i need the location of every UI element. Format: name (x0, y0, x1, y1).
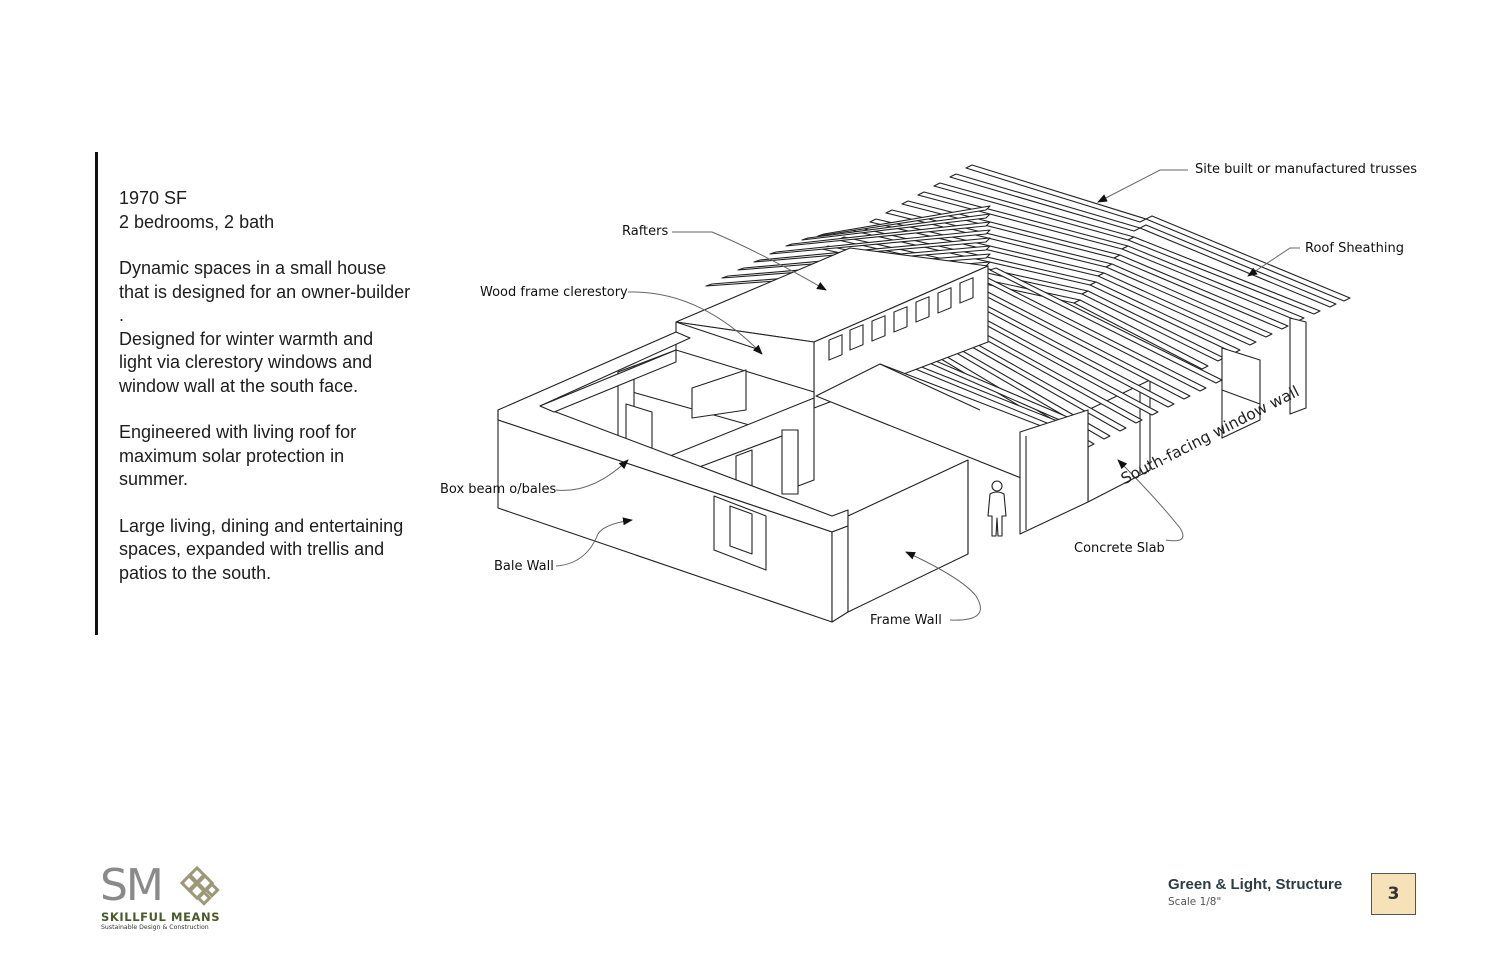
desc-line: . (119, 305, 125, 325)
callout-roof-sheathing: Roof Sheathing (1305, 241, 1404, 256)
project-description: 1970 SF 2 bedrooms, 2 bath Dynamic space… (119, 187, 429, 585)
callout-clerestory: Wood frame clerestory (480, 285, 628, 300)
company-logo: SM SKILLFUL MEANS Sustainable Design & C… (100, 862, 240, 934)
desc-line: summer. (119, 469, 189, 489)
bale-wall-south-end (831, 525, 849, 623)
desc-line: Designed for winter warmth and (119, 328, 374, 349)
person-scale-figure (987, 480, 1007, 537)
clerestory-windows (828, 277, 974, 361)
company-tagline: Sustainable Design & Construction (101, 924, 209, 931)
desc-line: light via clerestory windows and (119, 352, 373, 372)
desc-line: that is designed for an owner-builder (119, 281, 411, 302)
desc-line: Engineered with living roof for (119, 422, 357, 442)
page-number: 3 (1387, 884, 1400, 904)
desc-line: maximum solar protection in (119, 445, 345, 466)
page-number-badge: 3 (1371, 873, 1416, 915)
desc-line: patios to the south. (119, 562, 272, 583)
room-count: 2 bedrooms, 2 bath (119, 211, 275, 232)
callout-leaders (555, 169, 1300, 621)
square-footage: 1970 SF (119, 188, 188, 208)
desc-line: window wall at the south face. (119, 375, 359, 396)
sheet-title: Green & Light, Structure (1168, 876, 1343, 893)
sheet-scale: Scale 1/8" (1168, 896, 1222, 908)
frame-wall (847, 459, 969, 613)
left-vertical-rule (95, 152, 98, 635)
callout-box-beam: Box beam o/bales (440, 482, 557, 497)
desc-line: Large living, dining and entertaining (119, 515, 404, 536)
desc-line: Dynamic spaces in a small house (119, 258, 387, 278)
callout-rafters: Rafters (622, 224, 669, 239)
endless-knot-icon (179, 866, 220, 906)
desc-line: spaces, expanded with trellis and (119, 539, 385, 559)
callout-trusses: Site built or manufactured trusses (1195, 162, 1418, 177)
callout-bale-wall: Bale Wall (494, 559, 554, 574)
east-end-wall (1289, 317, 1307, 415)
south-rafters (907, 267, 1223, 448)
logo-initials: SM (100, 860, 164, 911)
callout-frame-wall: Frame Wall (870, 613, 942, 628)
company-name: SKILLFUL MEANS (101, 910, 221, 924)
callout-concrete-slab: Concrete Slab (1074, 541, 1165, 556)
